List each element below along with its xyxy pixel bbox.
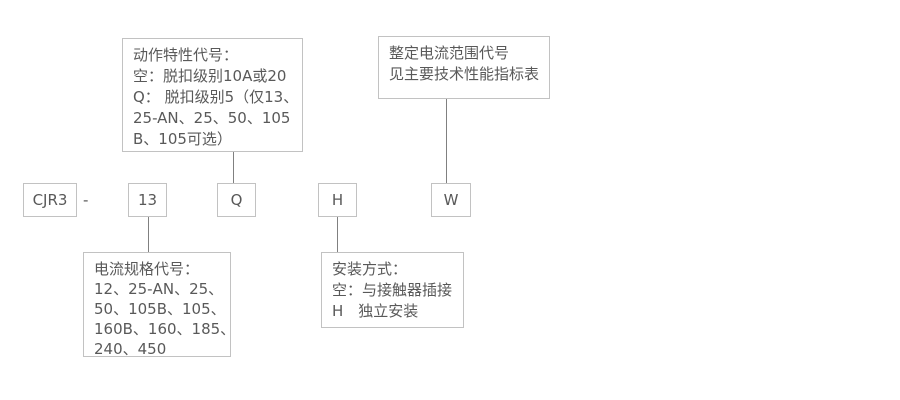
callout-action-line-4: 25-AN、25、50、105 [133, 109, 291, 127]
action-characteristic-code-label: Q [230, 191, 243, 209]
callout-spec-line-4: 160B、160、185、 [94, 320, 236, 338]
callout-action-line-5: B、105可选） [133, 130, 232, 148]
callout-mounting: 安装方式： 空：与接触器插接 H 独立安装 [321, 252, 464, 328]
connector-action-characteristic-to-q [233, 152, 234, 183]
callout-current-spec: 电流规格代号： 12、25-AN、25、 50、105B、105、 160B、1… [83, 252, 236, 358]
current-spec-code-label: 13 [137, 191, 158, 209]
code-box-action-characteristic: Q [217, 183, 256, 217]
code-box-current-spec: 13 [128, 183, 167, 217]
callout-mounting-line-1: 安装方式： [332, 260, 408, 278]
connector-h-to-mounting [337, 217, 338, 252]
callout-spec-line-1: 电流规格代号： [94, 260, 200, 278]
code-box-model-prefix: CJR3 [23, 183, 77, 217]
setting-range-code-label: W [443, 191, 459, 209]
callout-spec-line-5: 240、450 [94, 340, 167, 358]
callout-action-line-3: Q： 脱扣级别5（仅13、 [133, 88, 299, 106]
callout-spec-line-3: 50、105B、105、 [94, 300, 226, 318]
connector-13-to-current-spec [148, 217, 149, 252]
callout-mounting-line-2: 空：与接触器插接 [332, 281, 453, 299]
callout-range-line-2: 见主要技术性能指标表 [389, 65, 540, 83]
code-box-mounting: H [318, 183, 357, 217]
code-box-setting-current-range: W [431, 183, 471, 217]
callout-spec-line-2: 12、25-AN、25、 [94, 280, 224, 298]
callout-mounting-line-3: H 独立安装 [332, 302, 419, 320]
callout-action-characteristic: 动作特性代号： 空：脱扣级别10A或20 Q： 脱扣级别5（仅13、 25-AN… [122, 38, 303, 152]
callout-action-line-1: 动作特性代号： [133, 46, 239, 64]
separator-dash: - [83, 191, 89, 209]
connector-setting-range-to-w [446, 99, 447, 183]
callout-range-line-1: 整定电流范围代号 [389, 44, 510, 62]
mounting-code-label: H [331, 191, 344, 209]
model-prefix-label: CJR3 [32, 191, 68, 209]
callout-action-line-2: 空：脱扣级别10A或20 [133, 67, 287, 85]
callout-setting-current-range: 整定电流范围代号 见主要技术性能指标表 [378, 36, 550, 99]
